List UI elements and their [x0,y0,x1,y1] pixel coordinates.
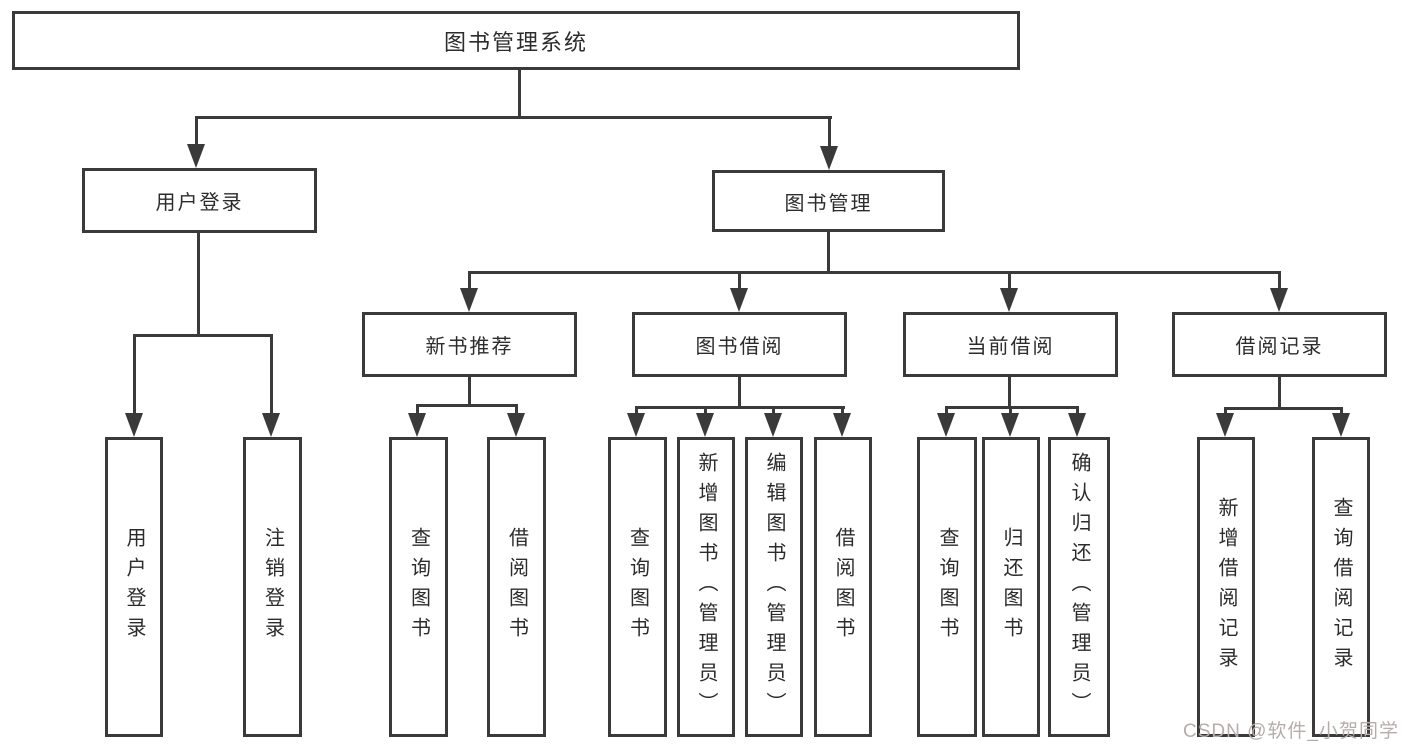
node-borrowing-records: 借阅记录 [1172,312,1387,377]
node-leaf-borrow-books: 借阅图书 [814,437,872,737]
arrow-down [125,413,143,437]
connector-line [704,406,707,418]
connector-line [1278,377,1281,410]
node-label: 图书管理系统 [443,29,588,55]
node-leaf-query-borrow-record: 查询借阅记录 [1312,437,1370,737]
connector-line [738,377,741,409]
node-label: 注销登录 [261,527,284,647]
node-label: 编辑图书（管理员） [763,452,785,722]
node-label: 查询借阅记录 [1330,497,1352,677]
node-book-management: 图书管理 [712,170,945,232]
connector-line [468,271,1281,274]
connector-line [133,334,136,418]
connector-line [416,404,518,407]
connector-line [416,404,419,418]
connector-line [772,406,775,418]
arrow-down [187,144,205,168]
node-leaf-recommend-borrow-books: 借阅图书 [487,437,546,737]
node-leaf-logout: 注销登录 [243,437,302,737]
node-leaf-current-query-books: 查询图书 [917,437,977,737]
node-leaf-user-login: 用户登录 [105,437,163,737]
node-label: 借阅图书 [832,527,854,647]
node-root: 图书管理系统 [12,11,1020,70]
node-leaf-add-books-admin: 新增图书（管理员） [677,437,735,737]
connector-line [1008,377,1011,409]
arrow-down [507,413,525,437]
node-label: 归还图书 [1000,527,1022,647]
node-label: 当前借阅 [966,336,1055,358]
node-leaf-recommend-query-books: 查询图书 [389,437,448,737]
connector-line [515,404,518,418]
node-label: 借阅记录 [1235,336,1324,358]
node-current-borrowing: 当前借阅 [903,312,1118,377]
connector-line [1076,406,1079,418]
arrow-down [1068,413,1086,437]
node-label: 查询图书 [936,527,958,647]
arrow-down [1000,288,1018,312]
arrow-down [460,288,478,312]
connector-line [841,406,844,418]
connector-line [1009,406,1012,418]
connector-line [197,233,200,337]
node-label: 新增图书（管理员） [695,452,717,722]
connector-line [196,116,832,119]
node-label: 查询图书 [407,527,430,647]
connector-line [195,116,198,148]
arrow-down [408,413,426,437]
arrow-down [1270,288,1288,312]
connector-line [1224,407,1343,410]
connector-line [828,116,831,148]
node-label: 用户登录 [155,192,244,214]
connector-line [635,406,638,418]
node-label: 图书借阅 [695,336,784,358]
node-label: 图书管理 [784,192,873,215]
connector-line [945,406,1079,409]
connector-line [1008,271,1011,293]
node-new-book-recommend: 新书推荐 [362,312,577,377]
node-label: 新书推荐 [425,336,514,358]
node-label: 用户登录 [123,527,145,647]
node-leaf-return-books: 归还图书 [982,437,1040,737]
arrow-down [696,413,714,437]
arrow-down [833,413,851,437]
node-leaf-confirm-return-admin: 确认归还（管理员） [1048,437,1110,737]
node-label: 借阅图书 [505,527,528,647]
connector-line [518,70,521,118]
connector-line [1340,407,1343,418]
arrow-down [1001,413,1019,437]
node-leaf-edit-books-admin: 编辑图书（管理员） [745,437,803,737]
node-label: 新增借阅记录 [1215,497,1237,677]
arrow-down [627,413,645,437]
node-user-login: 用户登录 [82,168,317,233]
connector-line [945,406,948,418]
arrow-down [262,413,280,437]
arrow-down [764,413,782,437]
connector-line [468,377,471,407]
arrow-down [820,146,838,170]
connector-line [1224,407,1227,418]
node-label: 查询图书 [626,527,649,647]
connector-line [133,334,273,337]
connector-line [635,406,845,409]
arrow-down [937,413,955,437]
arrow-down [730,288,748,312]
connector-line [1278,271,1281,293]
connector-line [827,232,830,274]
node-label: 确认归还（管理员） [1068,452,1090,722]
arrow-down [1332,413,1350,437]
arrow-down [1216,413,1234,437]
node-leaf-add-borrow-record: 新增借阅记录 [1197,437,1255,737]
connector-line [270,334,273,418]
watermark: CSDN @软件_小贺同学 [1183,721,1399,742]
node-leaf-borrowing-query-books: 查询图书 [608,437,667,737]
connector-line [738,271,741,293]
node-book-borrowing: 图书借阅 [632,312,847,377]
connector-line [468,271,471,293]
